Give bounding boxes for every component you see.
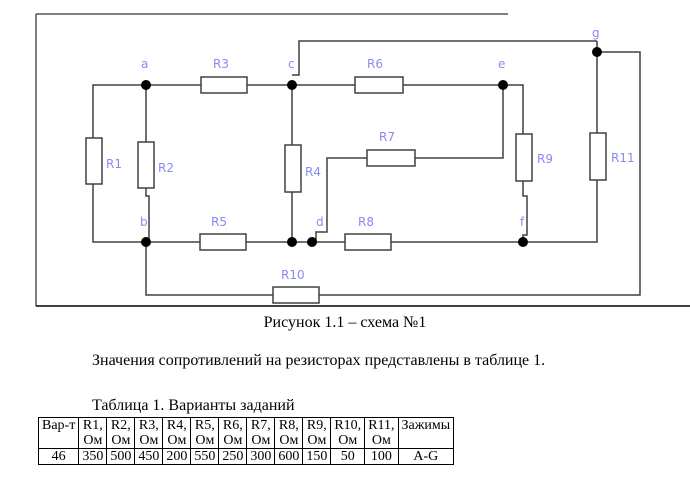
table-cell: 50 <box>330 448 366 465</box>
header-line1: R8, <box>278 418 299 433</box>
header-line1: R10, <box>334 418 362 433</box>
header-line2: Ом <box>371 433 391 448</box>
resistor-label-r7: R7 <box>379 130 395 144</box>
header-line2: Ом <box>251 433 271 448</box>
resistor-label-r2: R2 <box>158 161 174 175</box>
header-line2: Ом <box>167 433 187 448</box>
header-line1: R3, <box>138 418 159 433</box>
table-header-cell: R2,Ом <box>106 417 136 449</box>
node-label-d: d <box>316 215 324 229</box>
header-line2: Ом <box>307 433 327 448</box>
resistor-label-r3: R3 <box>213 57 229 71</box>
node-label-f: f <box>520 215 525 229</box>
node-c <box>287 80 297 90</box>
table-header-cell: R6,Ом <box>218 417 248 449</box>
table-header-cell: R11,Ом <box>364 417 399 449</box>
table-cell: 200 <box>162 448 192 465</box>
header-line1: R6, <box>222 418 243 433</box>
resistor-label-r1: R1 <box>106 157 122 171</box>
table-header-cell: R4,Ом <box>162 417 192 449</box>
table-header-cell: R1,Ом <box>78 417 108 449</box>
node-e <box>498 80 508 90</box>
header-line2: Ом <box>195 433 215 448</box>
header-line1: R7, <box>250 418 271 433</box>
resistor-r2 <box>137 141 155 189</box>
resistor-r9 <box>515 133 533 182</box>
table-header-cell: R9,Ом <box>302 417 332 449</box>
table-cell: 600 <box>274 448 304 465</box>
node-c-lower <box>287 237 297 247</box>
header-line1: R2, <box>110 418 131 433</box>
table-cell: 100 <box>364 448 399 465</box>
table-cell: 150 <box>302 448 332 465</box>
resistor-r3 <box>200 76 248 94</box>
resistor-r7 <box>366 149 416 167</box>
header-line1: Зажимы <box>401 418 451 433</box>
header-line2: Ом <box>139 433 159 448</box>
resistor-r11 <box>589 132 607 181</box>
circuit-diagram: a c e g b d d f R1 R2 R3 R4 R5 R6 R7 R8 … <box>35 13 690 307</box>
resistor-label-r6: R6 <box>367 57 383 71</box>
table-header-cell: R8,Ом <box>274 417 304 449</box>
header-line2: Ом <box>223 433 243 448</box>
resistor-label-r10: R10 <box>281 268 305 282</box>
table-header-cell: Вар-т <box>37 417 80 449</box>
table-cell: 450 <box>134 448 164 465</box>
header-line1: R1, <box>82 418 103 433</box>
header-line2: Ом <box>279 433 299 448</box>
node-d <box>307 237 317 247</box>
node-label-c: c <box>288 57 295 71</box>
resistor-label-r4: R4 <box>305 165 321 179</box>
node-a <box>141 80 151 90</box>
node-b <box>141 237 151 247</box>
node-label-e: e <box>498 57 505 71</box>
table-cell: A-G <box>397 448 455 465</box>
table-cell: 350 <box>78 448 108 465</box>
resistor-r5 <box>199 233 247 251</box>
table-header-cell: R5,Ом <box>190 417 220 449</box>
table-cell: 550 <box>190 448 220 465</box>
node-f <box>518 237 528 247</box>
header-line1: R11, <box>368 418 395 433</box>
header-line1: R4, <box>166 418 187 433</box>
resistor-label-r9: R9 <box>537 152 553 166</box>
resistor-label-r11: R11 <box>611 151 635 165</box>
header-line2: Ом <box>111 433 131 448</box>
table-cell: 500 <box>106 448 136 465</box>
table-header-cell: Зажимы <box>397 417 455 449</box>
resistor-r6 <box>354 76 404 94</box>
resistor-r10 <box>272 286 320 304</box>
table-title: Таблица 1. Варианты заданий <box>92 397 295 414</box>
node-label-b: b <box>140 215 148 229</box>
table-cell: 250 <box>218 448 248 465</box>
wires <box>92 40 641 296</box>
header-line2: Ом <box>338 433 358 448</box>
node-label-g: g <box>592 26 600 40</box>
table-header-cell: R3,Ом <box>134 417 164 449</box>
header-line1: R5, <box>194 418 215 433</box>
figure-caption: Рисунок 1.1 – схема №1 <box>263 314 427 331</box>
resistor-r8 <box>344 233 392 251</box>
resistor-r1 <box>85 137 103 185</box>
table-header-cell: R10,Ом <box>330 417 366 449</box>
node-g <box>592 47 602 57</box>
resistor-label-r5: R5 <box>211 215 227 229</box>
resistor-r4 <box>284 144 302 193</box>
table-cell: 46 <box>37 448 80 465</box>
paragraph: Значения сопротивлений на резисторах пре… <box>92 352 546 369</box>
header-line2: Ом <box>83 433 103 448</box>
node-label-a: a <box>141 57 148 71</box>
header-line1: Вар-т <box>42 418 76 433</box>
table-header-cell: R7,Ом <box>246 417 276 449</box>
header-line1: R9, <box>306 418 327 433</box>
table-cell: 300 <box>246 448 276 465</box>
resistor-label-r8: R8 <box>358 215 374 229</box>
